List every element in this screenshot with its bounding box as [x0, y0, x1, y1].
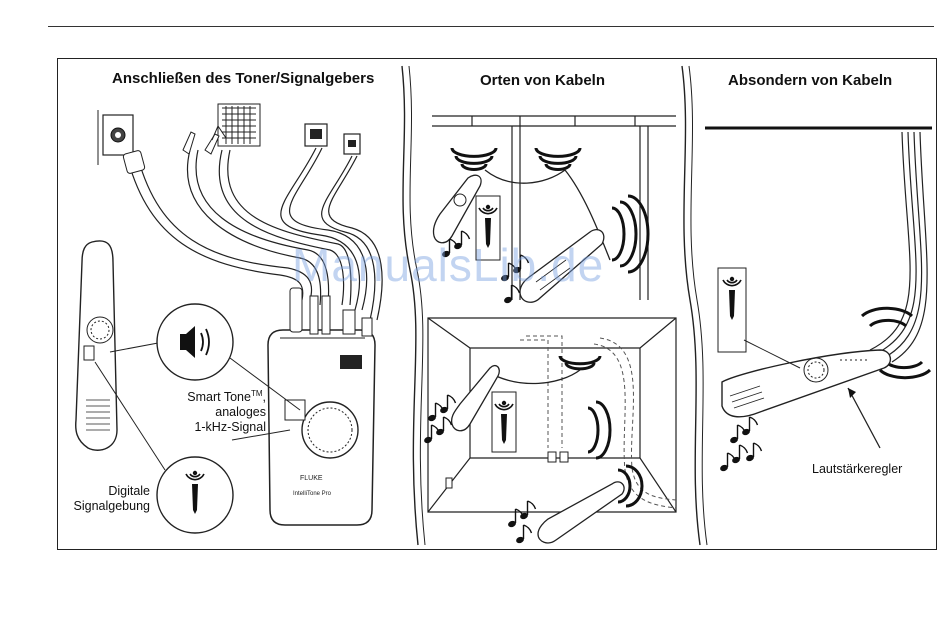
digital-signal-icon — [157, 457, 233, 533]
svg-text:IntelliTone Pro: IntelliTone Pro — [293, 491, 332, 497]
tone-probe-locate-1 — [433, 175, 481, 243]
punch-down-block — [218, 104, 260, 146]
smart-tone-callout: Smart ToneTM, analoges 1-kHz-Signal — [150, 386, 266, 435]
smart-tone-analog-label: analoges — [215, 405, 266, 419]
panel-divider-1 — [402, 66, 418, 545]
digital-signal-callout: Digitale Signalgebung — [50, 484, 150, 514]
smart-tone-frequency-label: 1-kHz-Signal — [194, 420, 266, 434]
rj11-wall-jack — [344, 134, 360, 154]
panel-title-locate: Orten von Kabeln — [480, 72, 605, 89]
watermark: ManualsLib.de — [292, 238, 604, 292]
tone-probe-isolate — [722, 350, 890, 417]
digital-signal-badge-locate-2 — [492, 392, 516, 452]
volume-control-label: Lautstärkeregler — [812, 462, 902, 477]
digital-signal-badge-isolate — [718, 268, 746, 352]
tone-probe-left — [76, 241, 117, 450]
smart-tone-label: Smart Tone — [187, 390, 251, 404]
smart-tone-comma: , — [263, 390, 266, 404]
svg-text:FLUKE: FLUKE — [300, 475, 323, 482]
signal-label: Signalgebung — [74, 499, 150, 513]
speaker-icon — [157, 304, 233, 380]
panel-divider-1b — [409, 66, 425, 545]
toner-generator-device: FLUKE IntelliTone Pro — [268, 330, 375, 525]
panel-title-isolate: Absondern von Kabeln — [728, 72, 892, 89]
panel-divider-2 — [682, 66, 700, 545]
trademark-mark: TM — [251, 389, 263, 398]
digital-label: Digitale — [108, 484, 150, 498]
rj45-wall-jack — [305, 124, 327, 146]
panel-divider-2b — [689, 66, 707, 545]
panel-title-connect: Anschließen des Toner/Signalgebers — [112, 70, 374, 87]
